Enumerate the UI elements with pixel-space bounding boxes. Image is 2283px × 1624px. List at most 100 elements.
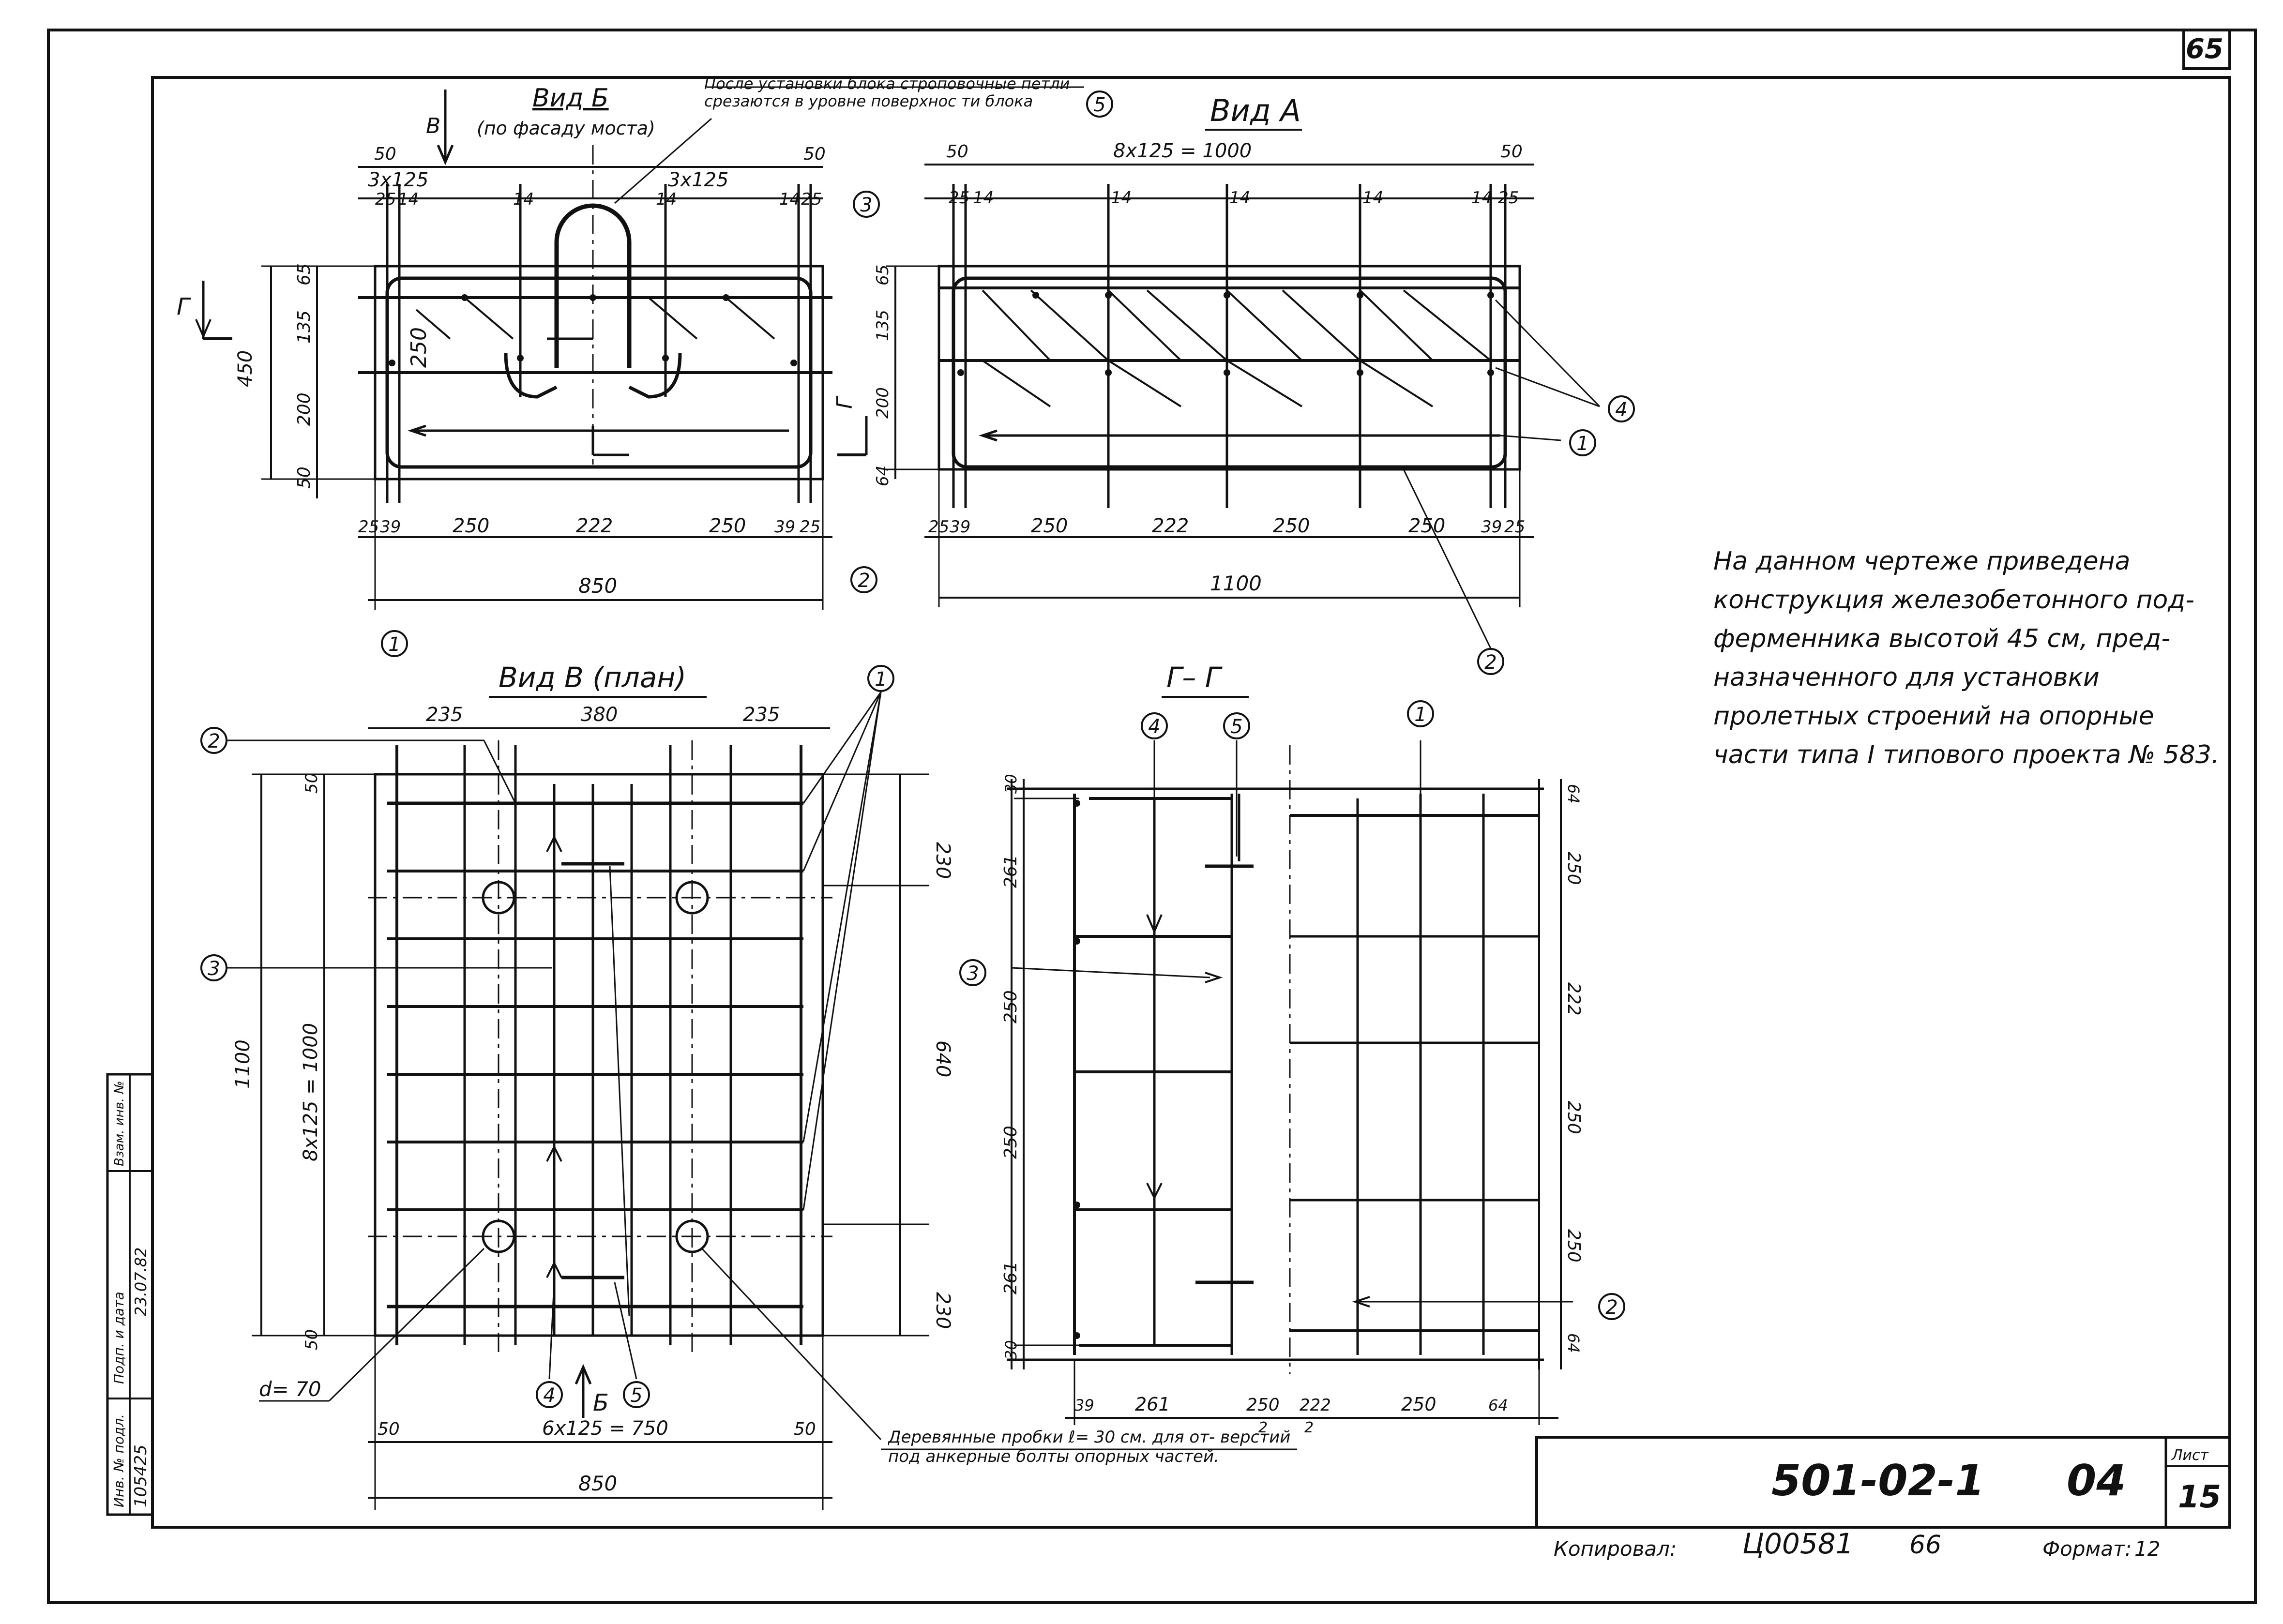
dim-b-bottom-39-right: 39 xyxy=(774,517,795,537)
dim-a-135: 135 xyxy=(873,310,892,341)
dim-b-bottom-250-right: 250 xyxy=(709,515,746,537)
view-b-spacing-right: 3х125 xyxy=(668,169,728,191)
dim-a-200: 200 xyxy=(873,387,892,419)
dim-v-bottom-50-right: 50 xyxy=(794,1419,816,1439)
dim-b-135: 135 xyxy=(294,310,314,344)
plugs-note: Деревянные пробки ℓ= 30 см. для от- верс… xyxy=(888,1428,1290,1466)
dim-b-250-inner: 250 xyxy=(407,327,431,368)
footer: Копировал: Ц00581 66 Формат: 12 xyxy=(1554,1527,2160,1561)
sheet-label: Лист xyxy=(2171,1447,2209,1464)
callouts: 5 3 2 1 4 1 2 1 2 3 4 5 4 5 1 3 2 xyxy=(200,90,1635,1408)
svg-text:2: 2 xyxy=(858,570,870,592)
dim-gg-bottom-250-left: 250 xyxy=(1246,1395,1280,1415)
view-b-subtitle: (по фасаду моста) xyxy=(477,118,655,139)
dim-v-top-235-right: 235 xyxy=(743,704,780,726)
dim-gg-left-261-top: 261 xyxy=(1001,855,1021,888)
sheet-value: 15 xyxy=(2178,1479,2221,1515)
callout-4-v: 4 xyxy=(536,1381,563,1408)
callout-5-top: 5 xyxy=(1086,90,1113,118)
side-strip: Взам. инв. № Подп. и дата Инв. № подл. 2… xyxy=(106,1073,154,1516)
dim-a-top-25-right: 25 xyxy=(1498,188,1519,208)
callout-1-v: 1 xyxy=(867,665,894,692)
dim-v-left-spacing: 8х125 = 1000 xyxy=(300,1023,322,1161)
callout-2-b: 2 xyxy=(850,566,877,593)
dim-a-bottom-250-a: 250 xyxy=(1031,515,1068,537)
dim-a-top-14-e: 14 xyxy=(1471,188,1492,208)
view-b: Вид Б (по фасаду моста) В xyxy=(177,75,1084,610)
svg-text:1: 1 xyxy=(388,633,400,656)
dim-b-bottom-250-left: 250 xyxy=(453,515,489,537)
title-block: 501-02-1 04 Лист 15 xyxy=(1535,1436,2231,1529)
dim-a-bottom-25-right: 25 xyxy=(1504,517,1525,537)
side-strip-inv-label: Инв. № подл. xyxy=(111,1414,127,1507)
dim-gg-right-250-c: 250 xyxy=(1564,1229,1584,1263)
view-b-spacing-left: 3х125 xyxy=(368,169,428,191)
side-strip-replaced-label: Взам. инв. № xyxy=(112,1081,127,1166)
side-strip-sign-label: Подп. и дата xyxy=(111,1292,127,1384)
dim-a-top-14-a: 14 xyxy=(973,188,994,208)
svg-text:1: 1 xyxy=(1576,433,1588,455)
dim-a-bottom-25-left: 25 xyxy=(928,517,949,537)
callout-1-b: 1 xyxy=(381,630,408,657)
dim-b-overall-w: 850 xyxy=(578,574,617,598)
dim-v-top-235-left: 235 xyxy=(426,704,463,726)
dim-b-bottom-25-right: 25 xyxy=(800,517,820,537)
svg-text:4: 4 xyxy=(543,1384,555,1407)
copied-label: Копировал: xyxy=(1554,1537,1677,1561)
dim-a-bottom-39-left: 39 xyxy=(950,517,970,537)
dim-gg-right-250-b: 250 xyxy=(1564,1101,1584,1134)
view-b-arrow-label: В xyxy=(426,114,440,138)
svg-text:2: 2 xyxy=(1484,651,1497,674)
dim-gg-left-250-b: 250 xyxy=(1001,1126,1021,1159)
sheet-inner-frame xyxy=(151,76,2231,1529)
dim-v-left-50-bottom: 50 xyxy=(302,1329,321,1350)
cut-mark-g-left: Г xyxy=(177,293,191,320)
svg-text:5: 5 xyxy=(1093,94,1105,116)
dim-a-bottom-222: 222 xyxy=(1152,515,1189,537)
hole-diameter: d= 70 xyxy=(259,1377,321,1401)
dim-v-right-230-top: 230 xyxy=(932,842,954,879)
dim-v-overall-h: 1100 xyxy=(232,1039,254,1089)
dim-v-left-50-top: 50 xyxy=(302,773,321,794)
dim-b-top-25-left: 25 xyxy=(375,190,396,209)
callout-5-v: 5 xyxy=(623,1381,650,1408)
dim-gg-left-261-bottom: 261 xyxy=(1001,1261,1021,1294)
section-gg-title: Г– Г xyxy=(1166,661,1223,694)
dim-gg-bottom-64: 64 xyxy=(1488,1396,1508,1414)
dim-a-top-50-left: 50 xyxy=(946,142,968,162)
dim-b-top-50-left: 50 xyxy=(374,144,396,164)
dim-gg-right-222: 222 xyxy=(1564,982,1584,1016)
dim-a-top-25-left: 25 xyxy=(949,188,969,208)
side-strip-inv-number: 105425 xyxy=(131,1444,151,1507)
copy-extra: 66 xyxy=(1909,1531,1941,1560)
dim-b-top-14-b: 14 xyxy=(513,190,534,209)
dim-b-top-50-right: 50 xyxy=(803,144,826,164)
svg-text:4: 4 xyxy=(1148,716,1160,738)
callout-4-gg: 4 xyxy=(1141,712,1168,739)
copy-number: Ц00581 xyxy=(1742,1527,1854,1560)
svg-text:3: 3 xyxy=(967,962,979,985)
dim-gg-right-250-a: 250 xyxy=(1564,852,1584,885)
format-label: Формат: xyxy=(2042,1537,2132,1561)
dim-gg-bottom-222: 222 xyxy=(1300,1396,1331,1415)
dim-v-bottom-50-left: 50 xyxy=(378,1419,400,1439)
dim-gg-bottom-39: 39 xyxy=(1074,1396,1094,1414)
dim-b-bottom-25-left: 25 xyxy=(358,517,379,537)
format-value: 12 xyxy=(2134,1537,2160,1561)
cut-mark-g-right: Г xyxy=(832,395,857,409)
view-v-block xyxy=(374,773,824,1337)
dim-b-top-14-c: 14 xyxy=(656,190,677,209)
dim-v-right-640: 640 xyxy=(932,1040,954,1077)
view-a-block xyxy=(937,265,1521,471)
callout-3-gg: 3 xyxy=(959,959,986,986)
dim-a-top-14-c: 14 xyxy=(1229,188,1250,208)
dim-gg-right-64-bottom: 64 xyxy=(1564,1333,1583,1353)
view-v-title: Вид В (план) xyxy=(499,661,686,694)
view-a-title: Вид А xyxy=(1210,93,1301,128)
dim-v-overall-w: 850 xyxy=(578,1472,617,1495)
dim-b-200: 200 xyxy=(294,392,314,426)
dim-a-top-14-b: 14 xyxy=(1111,188,1132,208)
dim-v-bottom-spacing: 6х125 = 750 xyxy=(542,1417,668,1440)
anchor-hole xyxy=(482,881,515,915)
callout-5-gg: 5 xyxy=(1223,712,1250,739)
